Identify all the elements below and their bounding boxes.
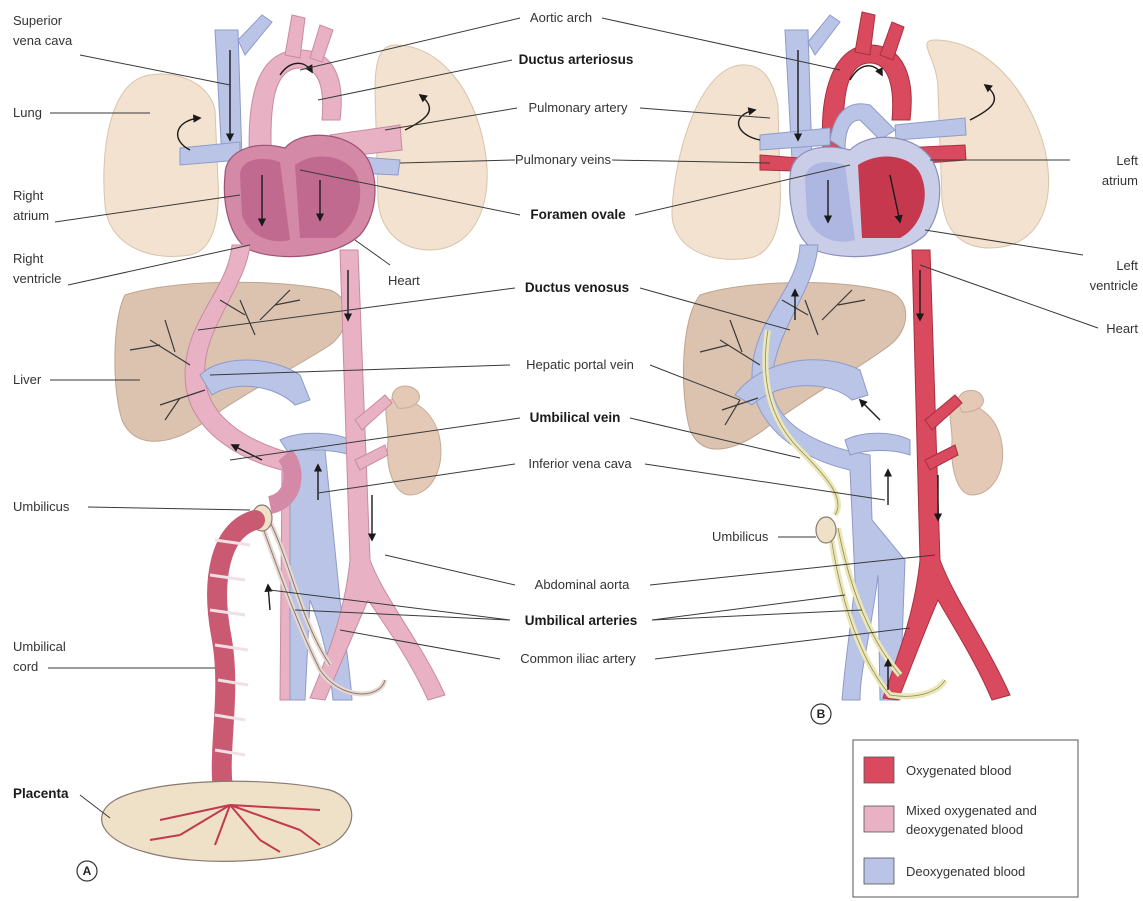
label-common-iliac-artery: Common iliac artery [520,651,636,666]
legend-swatch-oxygenated [864,757,894,783]
panel-a-letter: A [83,864,92,878]
panel-a [102,15,488,861]
legend-label-mixed-1: Mixed oxygenated and [906,803,1037,818]
kidney-b [950,404,1003,495]
right-lung-b [927,40,1049,248]
legend-swatch-deoxygenated [864,858,894,884]
label-umbilical-cord-2: cord [13,659,38,674]
label-abdominal-aorta: Abdominal aorta [535,577,630,592]
label-heart-b: Heart [1106,321,1138,336]
label-right-ventricle-2: ventricle [13,271,61,286]
label-foramen-ovale: Foramen ovale [530,207,626,222]
label-hepatic-portal-vein: Hepatic portal vein [526,357,634,372]
label-heart-a: Heart [388,273,420,288]
legend-label-deoxygenated: Deoxygenated blood [906,864,1025,879]
label-left-atrium-1: Left [1116,153,1138,168]
label-placenta: Placenta [13,786,69,801]
label-pulmonary-veins: Pulmonary veins [515,152,612,167]
kidney-a [386,399,441,495]
umbilical-cord-a [217,520,255,800]
label-right-atrium-2: atrium [13,208,49,223]
center-labels: Aortic arch Ductus arteriosus Pulmonary … [515,10,637,666]
label-left-atrium-2: atrium [1102,173,1138,188]
left-lung-a [104,74,219,256]
label-umbilicus-b: Umbilicus [712,529,769,544]
label-inferior-vena-cava: Inferior vena cava [528,456,632,471]
legend: Oxygenated blood Mixed oxygenated and de… [853,740,1078,897]
panel-b-letter: B [817,707,826,721]
label-lung: Lung [13,105,42,120]
label-aortic-arch: Aortic arch [530,10,592,25]
label-ductus-arteriosus: Ductus arteriosus [519,52,634,67]
placenta-a [102,781,352,861]
label-right-atrium-1: Right [13,188,44,203]
label-superior-vena-cava-2: vena cava [13,33,73,48]
label-ductus-venosus: Ductus venosus [525,280,629,295]
superior-vena-cava-a [215,30,242,160]
label-umbilical-cord-1: Umbilical [13,639,66,654]
umbilicus-ring-b [816,517,836,543]
legend-label-oxygenated: Oxygenated blood [906,763,1012,778]
flow-arrow-umbilical-artery-a [268,585,270,610]
label-left-ventricle-2: ventricle [1090,278,1138,293]
label-left-ventricle-1: Left [1116,258,1138,273]
legend-swatch-mixed [864,806,894,832]
label-superior-vena-cava-1: Superior [13,13,63,28]
label-liver: Liver [13,372,42,387]
label-pulmonary-artery: Pulmonary artery [529,100,628,115]
label-umbilicus-a: Umbilicus [13,499,70,514]
legend-label-mixed-2: deoxygenated blood [906,822,1023,837]
label-umbilical-vein: Umbilical vein [530,410,621,425]
label-right-ventricle-1: Right [13,251,44,266]
label-umbilical-arteries: Umbilical arteries [525,613,638,628]
